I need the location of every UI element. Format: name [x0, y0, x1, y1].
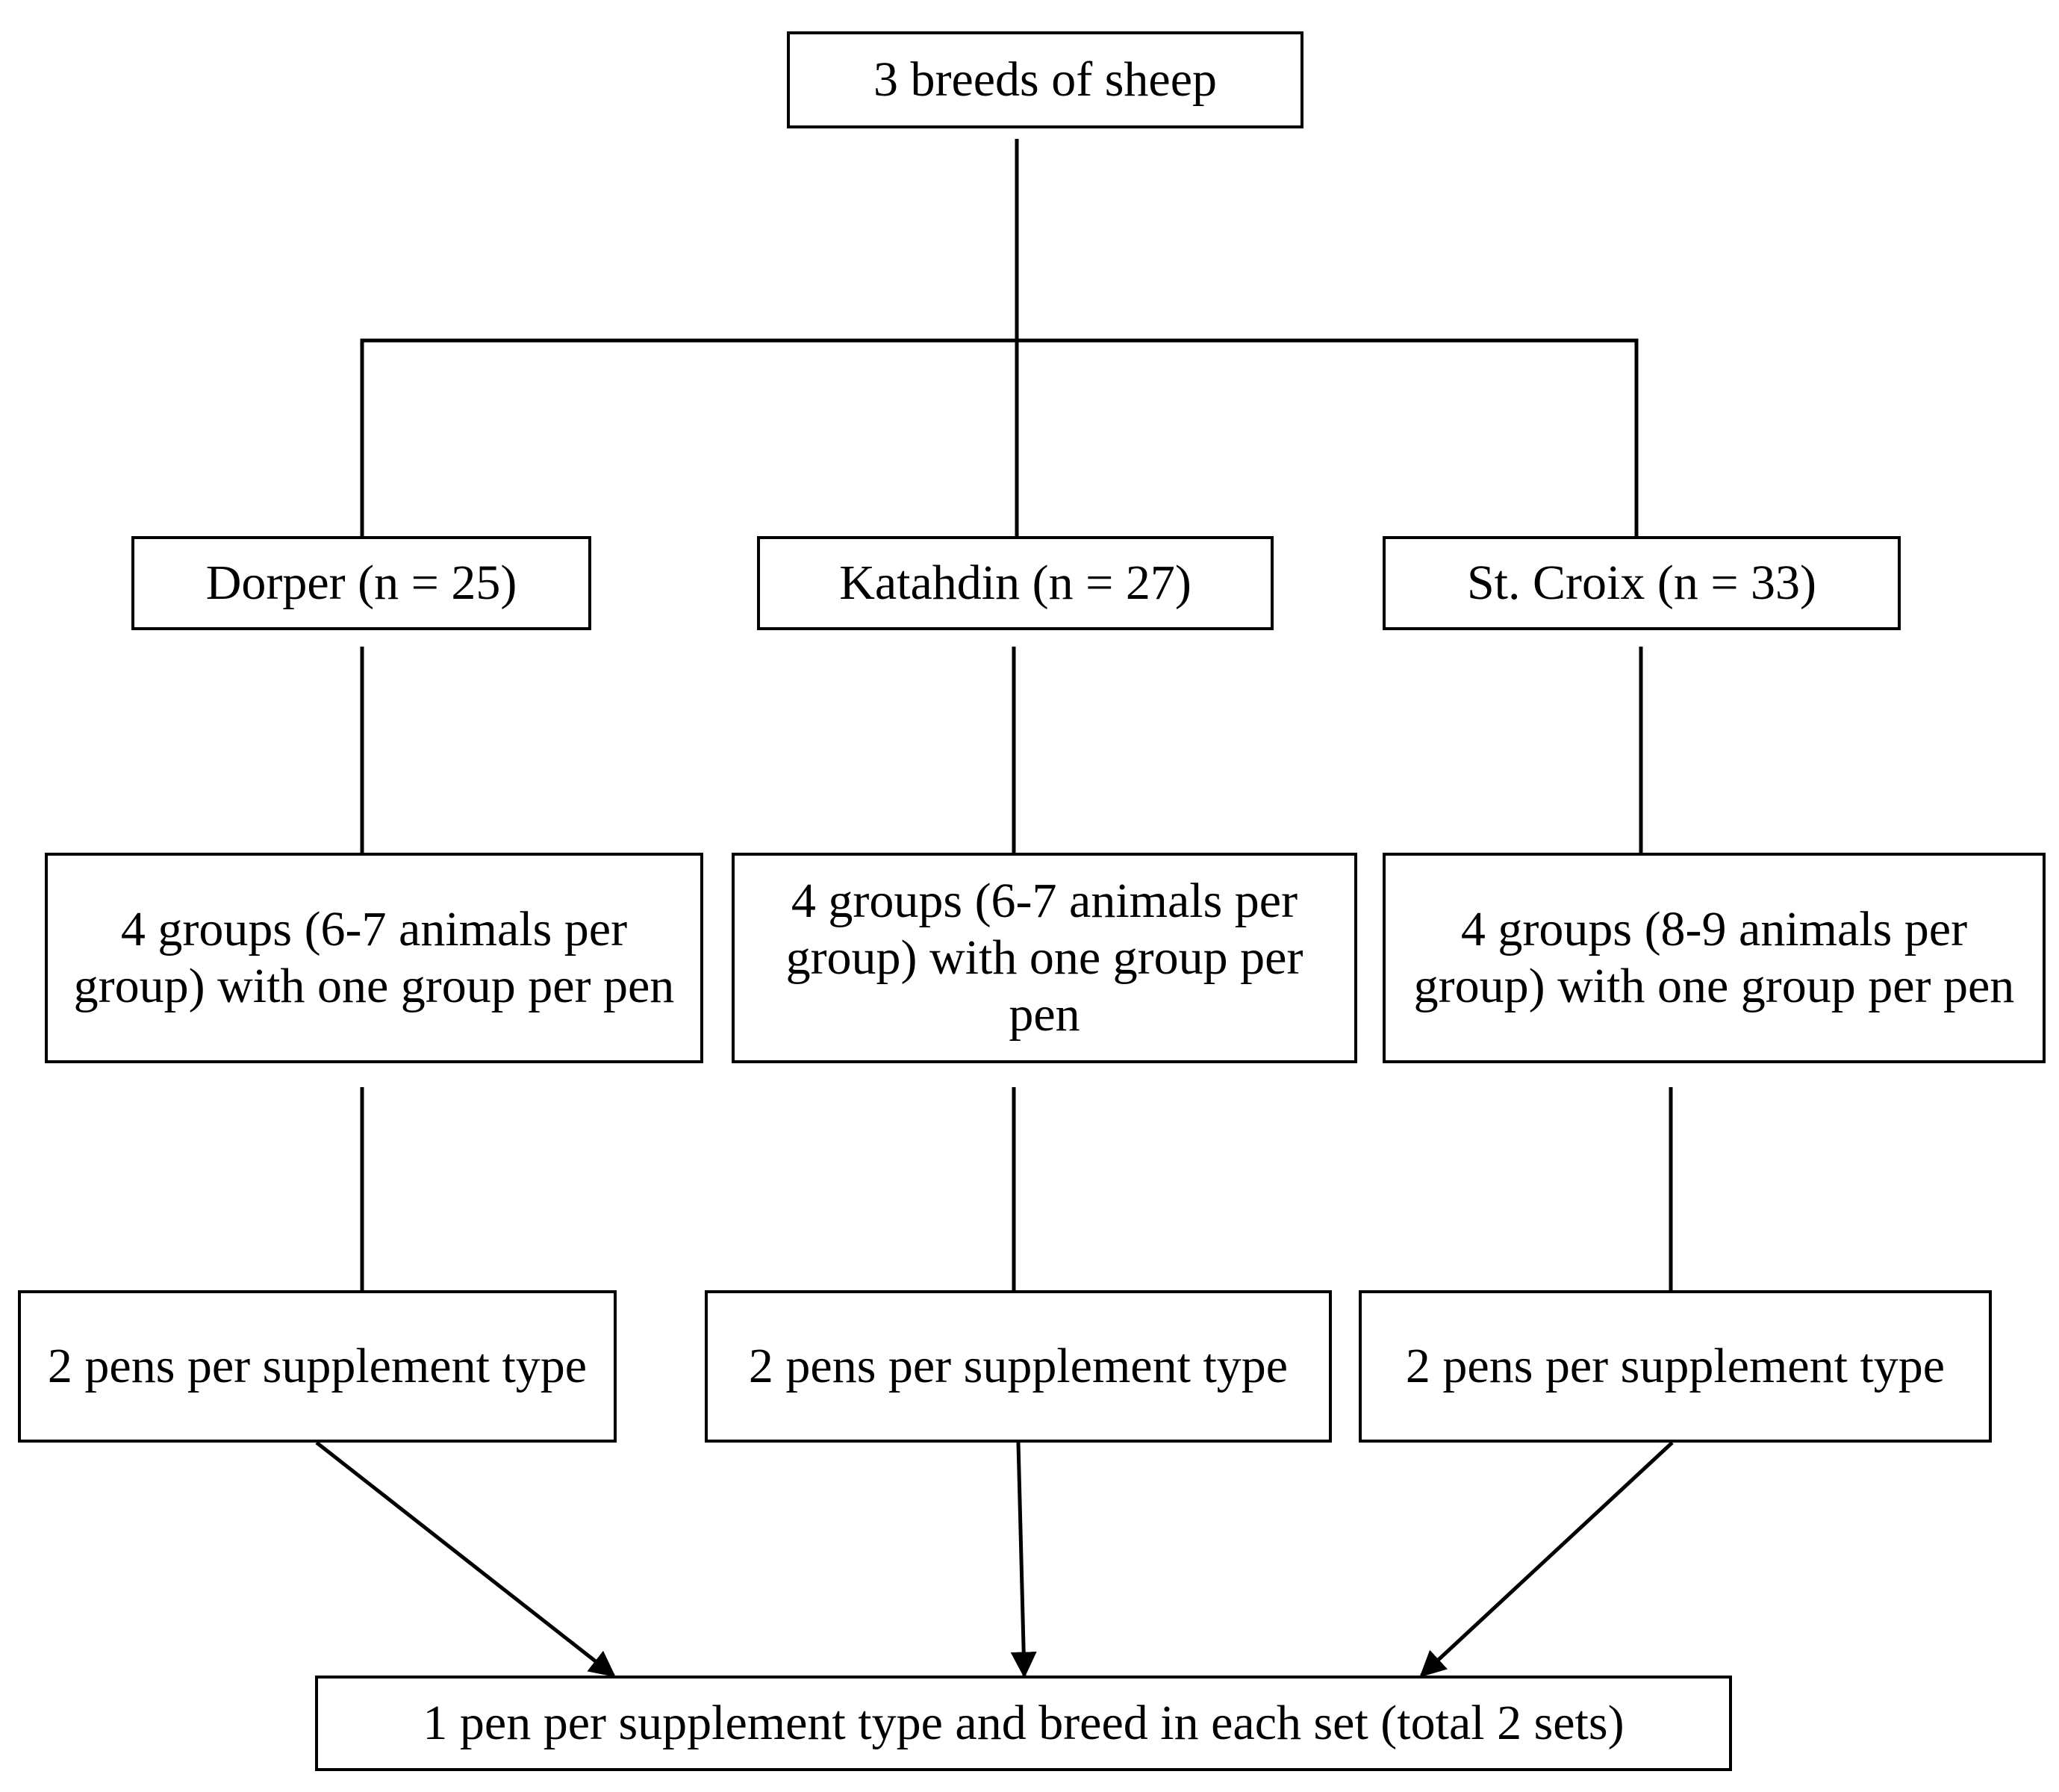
groups-node-label: 4 groups (6-7 animals per group) with on…: [785, 874, 1303, 1042]
breed-node-label: Dorper (n = 25): [205, 556, 517, 610]
groups-node-label: 4 groups (6-7 animals per group) with on…: [73, 902, 675, 1013]
branch-bar: [360, 338, 1639, 538]
katahdin-pens-arrow: [1010, 1442, 1037, 1679]
breed-node-dorper: Dorper (n = 25): [131, 536, 591, 630]
root-node: 3 breeds of sheep: [787, 31, 1303, 128]
pens-node-label: 2 pens per supplement type: [1405, 1339, 1946, 1393]
pens-node-label: 2 pens per supplement type: [748, 1339, 1289, 1393]
breed-node-katahdin: Katahdin (n = 27): [757, 536, 1274, 630]
groups-node-label: 4 groups (8-9 animals per group) with on…: [1413, 902, 2015, 1013]
breed-node-label: Katahdin (n = 27): [839, 556, 1192, 610]
dorper-pens-arrow: [315, 1441, 616, 1678]
result-node: 1 pen per supplement type and breed in e…: [315, 1676, 1732, 1771]
root-node-label: 3 breeds of sheep: [873, 52, 1217, 107]
breed-node-st-croix: St. Croix (n = 33): [1383, 536, 1901, 630]
pens-node-dorper: 2 pens per supplement type: [18, 1290, 617, 1443]
groups-node-katahdin: 4 groups (6-7 animals per group) with on…: [732, 853, 1357, 1063]
stcroix-pens-arrow: [1419, 1441, 1674, 1678]
breed-node-label: St. Croix (n = 33): [1466, 556, 1817, 610]
result-node-label: 1 pen per supplement type and breed in e…: [423, 1696, 1625, 1750]
pens-node-label: 2 pens per supplement type: [47, 1339, 588, 1393]
groups-node-st-croix: 4 groups (8-9 animals per group) with on…: [1383, 853, 2046, 1063]
pens-node-st-croix: 2 pens per supplement type: [1359, 1290, 1992, 1443]
groups-node-dorper: 4 groups (6-7 animals per group) with on…: [45, 853, 703, 1063]
pens-node-katahdin: 2 pens per supplement type: [705, 1290, 1332, 1443]
